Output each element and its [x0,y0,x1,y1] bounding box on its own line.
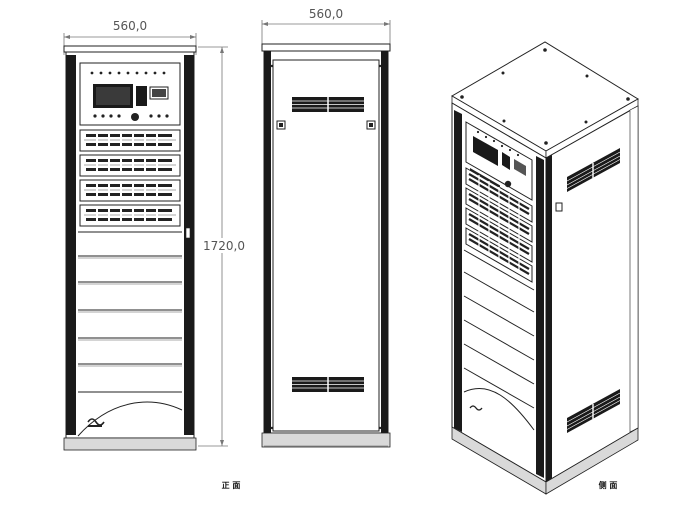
iso-side-face [545,105,639,483]
front-module-rows [79,129,181,227]
iso-logo [469,405,483,411]
iso-control-panel [465,121,533,201]
front-door-handle [185,227,191,239]
height-label: 1720,0 [203,239,245,253]
iso-plinth-side [545,427,639,495]
front-control-panel [79,62,181,126]
iso-module-rows [465,167,533,283]
back-left-rail [264,51,271,433]
front-blank-panels [77,231,183,437]
back-right-rail [381,51,388,433]
front-logo [87,418,105,427]
isometric-view [451,41,639,495]
front-left-rail [66,55,76,435]
front-keypad [136,86,147,106]
back-width-dimension: 560,0 [261,7,391,44]
back-top-cap [261,43,391,52]
height-dimension: 1720,0 [198,46,247,447]
back-door-panel [272,59,380,432]
side-view-caption: 侧 面 [599,480,618,490]
front-width-label: 560,0 [113,19,147,33]
iso-side-vent-bottom [566,389,621,433]
front-plinth [63,437,197,451]
back-view: 560,0 [261,7,391,448]
front-view: 560,0 1720,0 [63,19,247,451]
iso-side-latch [555,202,563,212]
back-top-vent [292,97,364,112]
front-view-caption: 正 面 [222,481,241,490]
front-right-rail [184,55,194,435]
back-plinth [261,432,391,448]
iso-blank-panels [463,249,535,431]
front-top-cap [63,45,197,53]
iso-side-vent-top [566,148,621,192]
back-width-label: 560,0 [309,7,343,21]
back-bottom-vent [292,377,364,392]
front-width-dimension: 560,0 [63,19,197,55]
